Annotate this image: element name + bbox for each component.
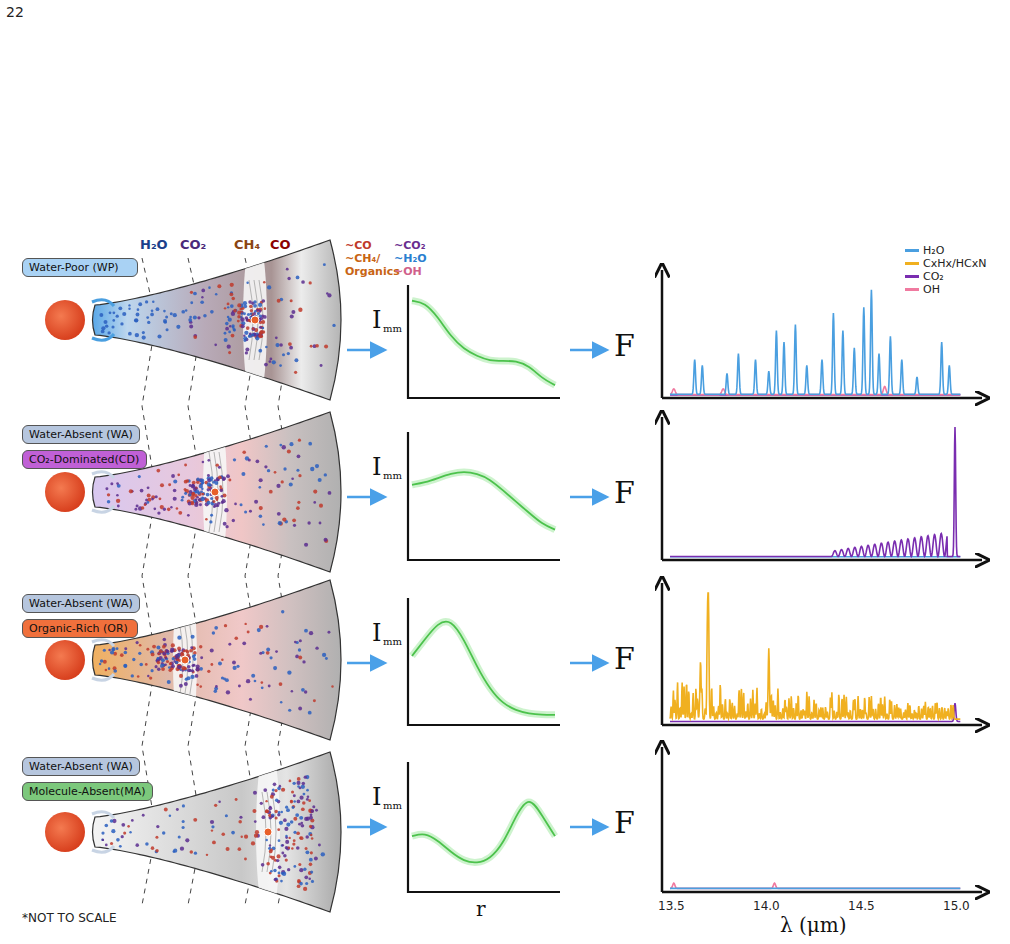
axis-label: 15.0 xyxy=(943,900,970,914)
legend-text: CO₂ xyxy=(923,270,944,283)
flow-arrow xyxy=(347,349,384,352)
axis-intensity: I xyxy=(372,784,381,812)
axis-subscript: mm xyxy=(383,636,402,648)
flow-arrow xyxy=(347,662,384,665)
radial-profile-plot xyxy=(408,598,560,725)
tag-text: Water-Poor (WP) xyxy=(29,261,119,274)
axis-label: 14.5 xyxy=(848,900,875,914)
snowline-label: H₂O xyxy=(140,238,168,253)
category-tag: Water-Absent (WA) xyxy=(22,425,140,444)
tag-text: Molecule-Absent(MA) xyxy=(29,785,146,798)
flow-arrow xyxy=(347,496,384,499)
radial-profile-plot xyxy=(408,432,560,560)
legend-text: OH xyxy=(923,283,940,296)
tag-text: CO₂-Dominated(CD) xyxy=(29,453,139,466)
spectrum-plot xyxy=(662,583,982,725)
tag-text: Water-Absent (WA) xyxy=(29,597,133,610)
tracer-label: ~CO xyxy=(345,240,372,253)
flow-arrow xyxy=(570,662,606,665)
axis-flux: F xyxy=(614,476,635,511)
legend-text: CxHx/HCxN xyxy=(923,257,986,270)
spectrum-plot xyxy=(662,270,982,398)
axis-intensity: I xyxy=(372,307,381,335)
tracer-label: ~CH₄/ Organics xyxy=(345,253,395,278)
axis-flux: F xyxy=(614,329,635,364)
category-tag: CO₂-Dominated(CD) xyxy=(22,450,147,469)
axis-label: r xyxy=(476,898,486,921)
axis-subscript: mm xyxy=(383,470,402,482)
flow-arrow xyxy=(570,826,606,829)
category-tag: Organic-Rich (OR) xyxy=(22,619,138,638)
category-tag: Water-Absent (WA) xyxy=(22,757,140,776)
page-number: 22 xyxy=(6,4,24,20)
snowline-label: CO₂ xyxy=(180,238,206,253)
legend-entry: CxHx/HCxN xyxy=(905,257,986,270)
tag-text: Water-Absent (WA) xyxy=(29,760,133,773)
legend-entry: H₂O xyxy=(905,244,944,257)
axis-intensity: I xyxy=(372,454,381,482)
category-tag: Molecule-Absent(MA) xyxy=(22,782,153,801)
tracer-label: ~CO₂ xyxy=(394,240,425,253)
spectrum-plot xyxy=(662,747,982,892)
legend-text: H₂O xyxy=(923,244,944,257)
axis-label: 14.0 xyxy=(753,900,780,914)
flow-arrow xyxy=(570,496,606,499)
spectrum-plot xyxy=(662,417,982,560)
legend-entry: OH xyxy=(905,283,940,296)
axis-subscript: mm xyxy=(383,800,402,812)
tag-text: Water-Absent (WA) xyxy=(29,428,133,441)
disk-illustration xyxy=(45,230,341,410)
axis-label: λ (μm) xyxy=(780,914,847,937)
snowline-label: CH₄ xyxy=(234,238,260,253)
radial-profile-plot xyxy=(408,285,560,398)
axis-intensity: I xyxy=(372,620,381,648)
legend-swatch xyxy=(905,288,919,291)
snowline-label: CO xyxy=(270,238,291,253)
category-tag: Water-Absent (WA) xyxy=(22,594,140,613)
flow-arrow xyxy=(570,349,606,352)
category-tag: Water-Poor (WP) xyxy=(22,258,138,277)
tag-text: Organic-Rich (OR) xyxy=(29,622,128,635)
axis-subscript: mm xyxy=(383,323,402,335)
axis-flux: F xyxy=(614,806,635,841)
radial-profile-plot xyxy=(408,762,560,892)
legend-entry: CO₂ xyxy=(905,270,944,283)
tracer-label: ~H₂O xyxy=(394,253,427,266)
legend-swatch xyxy=(905,262,919,265)
tracer-label: ~OH xyxy=(394,266,422,279)
note: *NOT TO SCALE xyxy=(22,912,117,926)
legend-swatch xyxy=(905,249,919,252)
flow-arrow xyxy=(347,826,384,829)
legend-swatch xyxy=(905,275,919,278)
axis-label: 13.5 xyxy=(658,900,685,914)
axis-flux: F xyxy=(614,642,635,677)
